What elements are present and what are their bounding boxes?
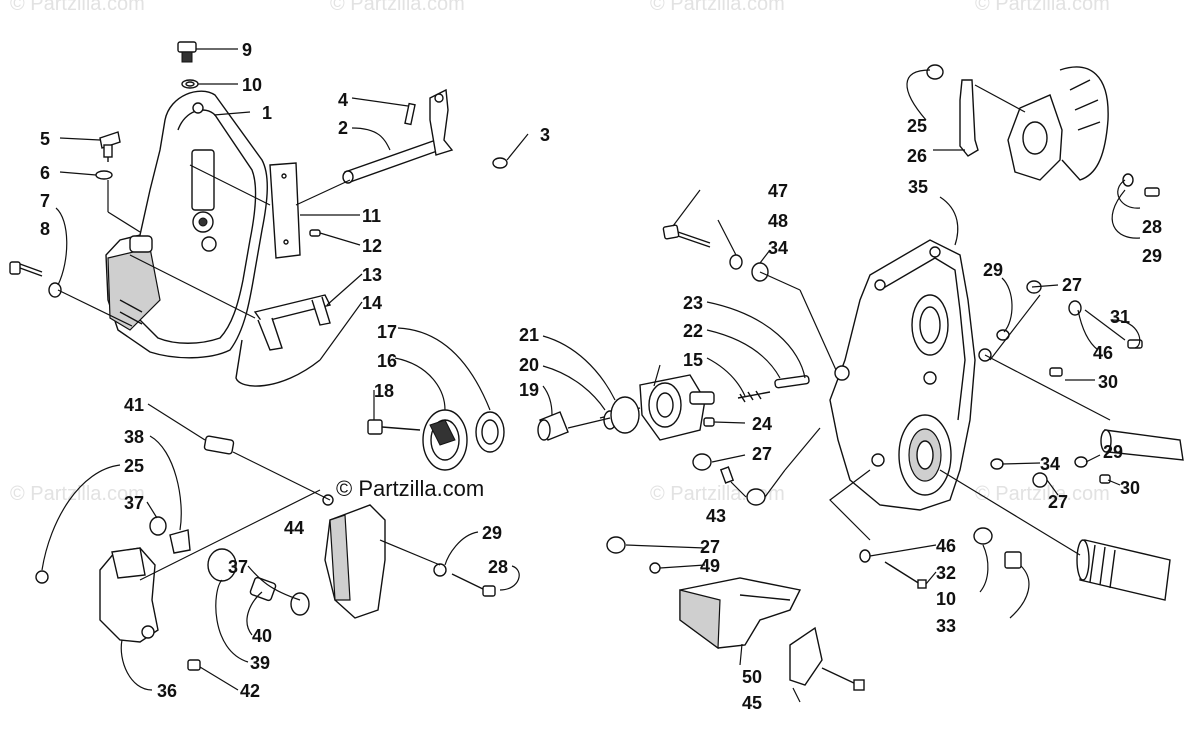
callout-50: 50 bbox=[742, 667, 762, 687]
callout-31: 31 bbox=[1110, 307, 1130, 327]
callout-27: 27 bbox=[700, 537, 720, 557]
callout-30: 30 bbox=[1098, 372, 1118, 392]
callout-43: 43 bbox=[706, 506, 726, 526]
callout-27: 27 bbox=[1048, 492, 1068, 512]
callout-46: 46 bbox=[1093, 343, 1113, 363]
callout-23: 23 bbox=[683, 293, 703, 313]
callout-44: 44 bbox=[284, 518, 304, 538]
mount-50-drawing bbox=[679, 577, 865, 691]
callout-labels: 9 10 1 5 6 7 8 4 2 3 11 12 13 14 17 16 1… bbox=[40, 40, 1162, 713]
callout-28: 28 bbox=[488, 557, 508, 577]
callout-7: 7 bbox=[40, 191, 50, 211]
callout-25: 25 bbox=[124, 456, 144, 476]
callout-22: 22 bbox=[683, 321, 703, 341]
plug-9-drawing bbox=[177, 41, 199, 89]
callout-49: 49 bbox=[700, 556, 720, 576]
watermark-text: © Partzilla.com bbox=[975, 0, 1110, 15]
callout-41: 41 bbox=[124, 395, 144, 415]
callout-12: 12 bbox=[362, 236, 382, 256]
watermark-text: © Partzilla.com bbox=[10, 483, 145, 505]
callout-27: 27 bbox=[1062, 275, 1082, 295]
sprocket-16-drawing bbox=[367, 409, 505, 471]
callout-37: 37 bbox=[124, 493, 144, 513]
chaincase-cover-drawing bbox=[105, 90, 268, 359]
callout-29: 29 bbox=[1103, 442, 1123, 462]
watermark-text: © Partzilla.com bbox=[975, 483, 1110, 505]
callout-27: 27 bbox=[752, 444, 772, 464]
partzilla-credit: © Partzilla.com bbox=[336, 476, 484, 501]
watermark-text: © Partzilla.com bbox=[650, 0, 785, 15]
center-hardware-drawing bbox=[606, 453, 766, 574]
callout-32: 32 bbox=[936, 563, 956, 583]
callout-25: 25 bbox=[907, 116, 927, 136]
tensioner-bracket-36-drawing bbox=[35, 435, 310, 671]
callout-11: 11 bbox=[362, 206, 381, 226]
callout-5: 5 bbox=[40, 129, 50, 149]
bolt-47-drawing bbox=[662, 224, 769, 282]
bracket-26-drawing bbox=[926, 64, 979, 157]
dipstick-5-drawing bbox=[95, 131, 121, 180]
bolt-8-drawing bbox=[9, 261, 62, 298]
callout-24: 24 bbox=[752, 414, 772, 434]
callout-28: 28 bbox=[1142, 217, 1162, 237]
bushing-19-drawing bbox=[537, 396, 641, 441]
callout-29: 29 bbox=[983, 260, 1003, 280]
callout-1: 1 bbox=[262, 103, 272, 123]
callout-15: 15 bbox=[683, 350, 703, 370]
callout-40: 40 bbox=[252, 626, 272, 646]
callout-3: 3 bbox=[540, 125, 550, 145]
callout-13: 13 bbox=[362, 265, 382, 285]
callout-18: 18 bbox=[374, 381, 394, 401]
callout-35: 35 bbox=[908, 177, 928, 197]
watermark-text: © Partzilla.com bbox=[10, 0, 145, 15]
callout-39: 39 bbox=[250, 653, 270, 673]
callout-33: 33 bbox=[936, 616, 956, 636]
callout-2: 2 bbox=[338, 118, 348, 138]
callout-17: 17 bbox=[377, 322, 397, 342]
callout-34: 34 bbox=[768, 238, 788, 258]
callout-26: 26 bbox=[907, 146, 927, 166]
callout-29: 29 bbox=[482, 523, 502, 543]
tensioner-13-drawing bbox=[253, 294, 332, 351]
callout-6: 6 bbox=[40, 163, 50, 183]
callout-19: 19 bbox=[519, 380, 539, 400]
leader-lines bbox=[41, 48, 1141, 703]
callout-14: 14 bbox=[362, 293, 382, 313]
callout-47: 47 bbox=[768, 181, 788, 201]
drive-plate-drawing bbox=[1007, 66, 1160, 197]
output-shaft-drawing bbox=[1076, 429, 1184, 601]
callout-9: 9 bbox=[242, 40, 252, 60]
callout-46: 46 bbox=[936, 536, 956, 556]
gearcase-35-drawing bbox=[829, 239, 992, 511]
tensioner-housing-15-drawing bbox=[639, 374, 810, 441]
callout-38: 38 bbox=[124, 427, 144, 447]
spring-14-drawing bbox=[235, 339, 321, 387]
callout-45: 45 bbox=[742, 693, 762, 713]
callout-29: 29 bbox=[1142, 246, 1162, 266]
callout-36: 36 bbox=[157, 681, 177, 701]
callout-48: 48 bbox=[768, 211, 788, 231]
watermark-text: © Partzilla.com bbox=[330, 0, 465, 15]
gasket-plate-11-drawing bbox=[269, 162, 321, 259]
callout-10: 10 bbox=[936, 589, 956, 609]
callout-34: 34 bbox=[1040, 454, 1060, 474]
callout-20: 20 bbox=[519, 355, 539, 375]
callout-16: 16 bbox=[377, 351, 397, 371]
callout-30: 30 bbox=[1120, 478, 1140, 498]
callout-21: 21 bbox=[519, 325, 539, 345]
callout-42: 42 bbox=[240, 681, 260, 701]
mount-plate-44-drawing bbox=[322, 494, 496, 619]
callout-10: 10 bbox=[242, 75, 262, 95]
shift-shaft-2-drawing bbox=[342, 88, 508, 184]
callout-8: 8 bbox=[40, 219, 50, 239]
callout-4: 4 bbox=[338, 90, 348, 110]
callout-37: 37 bbox=[228, 557, 248, 577]
